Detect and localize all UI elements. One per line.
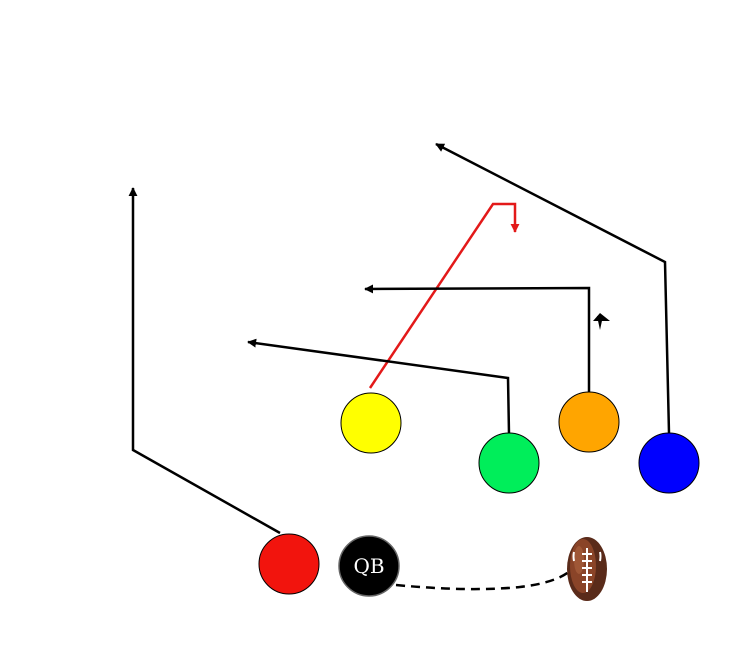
yellow-player [340, 392, 402, 454]
green-player [478, 432, 540, 494]
blue-player-route [435, 142, 671, 434]
orange-player-route [364, 284, 591, 392]
pass-line [395, 570, 571, 591]
qb-label: QB [353, 554, 384, 578]
green-player-route [247, 338, 511, 435]
quarterback-player: QB [338, 535, 400, 597]
football-icon [567, 537, 607, 601]
yellow-player-route [368, 202, 520, 389]
red-player-route [128, 187, 281, 535]
red-player [258, 533, 320, 595]
orange-player [558, 391, 620, 453]
small-arrowhead-icon [593, 313, 610, 330]
blue-player [638, 432, 700, 494]
